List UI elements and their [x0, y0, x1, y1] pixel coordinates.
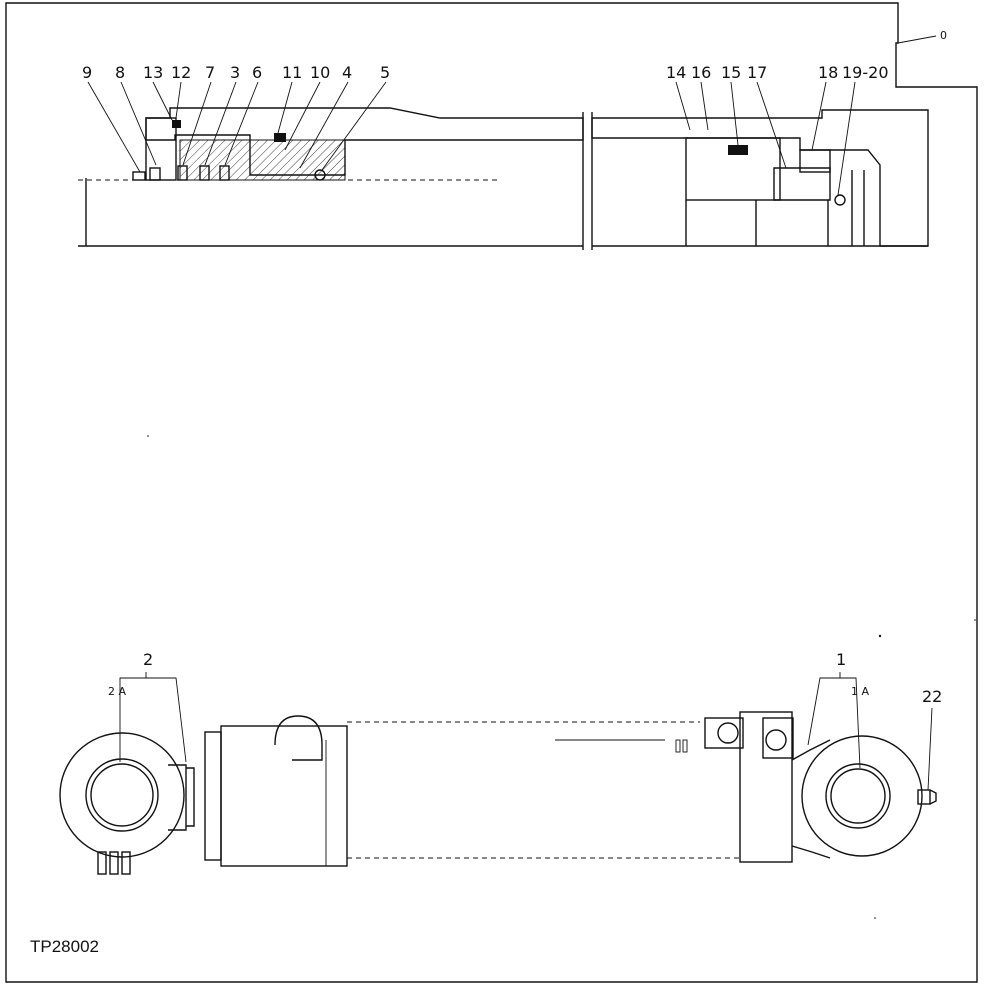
callout-22-group: 22 — [922, 687, 942, 791]
rod-eye-bushing-outer — [85, 758, 159, 832]
callout-1-group: 1 1 A — [807, 650, 869, 769]
rod-neck — [168, 764, 195, 831]
piston — [685, 137, 781, 201]
callout-2: 2 — [143, 650, 153, 669]
cap-eye-bushing-outer — [825, 763, 891, 829]
scan-specks — [147, 435, 976, 919]
seal-15 — [728, 145, 748, 155]
cap-end-neck — [791, 739, 831, 859]
callout-4: 4 — [342, 63, 352, 82]
seal-5 — [314, 169, 326, 181]
head-end-body — [739, 711, 793, 863]
callout-1: 1 — [836, 650, 846, 669]
seal-groove-8 — [149, 167, 161, 181]
section-view: 9 8 13 12 7 3 6 11 10 4 5 14 16 15 17 18… — [78, 63, 929, 250]
callout-13: 13 — [143, 63, 163, 82]
callout-3: 3 — [230, 63, 240, 82]
callout-18: 18 — [818, 63, 838, 82]
callout-17: 17 — [747, 63, 767, 82]
callout-2a: 2 A — [108, 685, 126, 698]
callout-0: 0 — [897, 29, 947, 44]
callout-9: 9 — [82, 63, 92, 82]
callout-15: 15 — [721, 63, 741, 82]
callout-5: 5 — [380, 63, 390, 82]
gland-nut-hatch — [179, 139, 346, 181]
rod-end-port — [274, 715, 323, 761]
callout-11: 11 — [282, 63, 302, 82]
gland-collar — [220, 725, 348, 867]
rod-eye-grease-fitting — [97, 851, 131, 875]
nut-18 — [799, 149, 831, 173]
figure-id: TP28002 — [30, 937, 99, 956]
callout-2-group: 2 2 A — [108, 650, 187, 763]
cap-eye-bushing-inner — [830, 768, 886, 824]
serial-mark-a — [675, 739, 681, 753]
page-border — [5, 2, 978, 983]
rod-eye-outer — [59, 732, 185, 858]
retainer-17 — [773, 167, 831, 201]
wiper-9 — [132, 171, 146, 181]
callout-14: 14 — [666, 63, 686, 82]
barrel-wall-right — [591, 109, 929, 247]
external-view: 2 2 A 1 1 A 22 — [59, 650, 942, 875]
rod-eye-bushing-inner — [90, 763, 154, 827]
head-port-left — [704, 717, 744, 749]
gland-nut-external — [204, 731, 222, 861]
callout-6: 6 — [252, 63, 262, 82]
callout-7: 7 — [205, 63, 215, 82]
cap-eye-outer — [801, 735, 923, 857]
ball-19-20 — [834, 194, 846, 206]
head-port-right — [762, 717, 794, 759]
callout-12: 12 — [171, 63, 191, 82]
seal-groove-7 — [177, 165, 188, 181]
callout-22: 22 — [922, 687, 942, 706]
seal-13 — [172, 120, 181, 128]
leaders-top — [87, 81, 856, 196]
callout-10: 10 — [310, 63, 330, 82]
callout-19-20: 19-20 — [842, 63, 889, 82]
callout-0-label: 0 — [940, 29, 947, 42]
callout-8: 8 — [115, 63, 125, 82]
serial-mark-b — [682, 739, 688, 753]
seal-11 — [274, 133, 286, 142]
callout-16: 16 — [691, 63, 711, 82]
grease-fitting-22 — [917, 789, 937, 805]
callout-1a: 1 A — [851, 685, 869, 698]
